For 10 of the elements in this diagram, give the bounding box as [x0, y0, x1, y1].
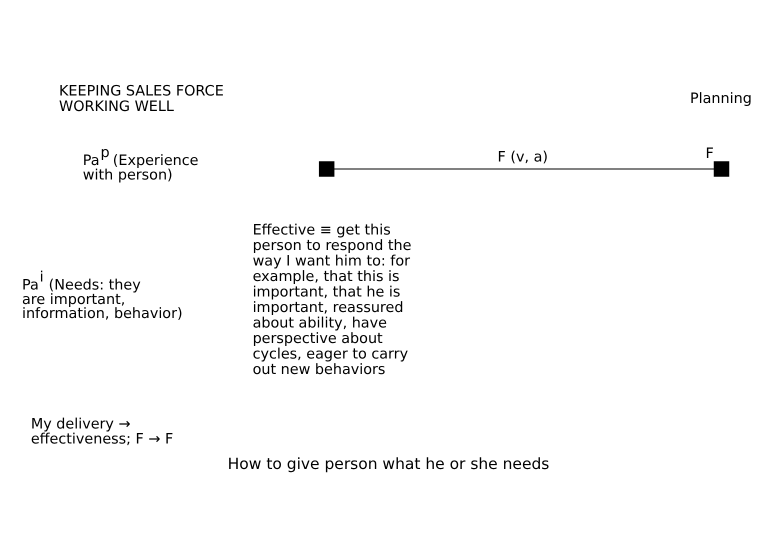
diagram-title: KEEPING SALES FORCE WORKING WELL: [59, 82, 224, 114]
edge-label: F (v, a): [498, 149, 548, 166]
label: Planning: [690, 90, 752, 107]
label: Effective ≡ get this person to respond the way I want him to: for example, that this is important, that he is important, reassured about ability, have perspective about cycles, eager to carry out new behaviors: [252, 222, 412, 378]
label: My delivery → effectiveness; F → F: [30, 416, 174, 448]
caption: How to give person what he or she needs: [228, 454, 550, 472]
connector: [334, 168, 714, 170]
node-box: [318, 160, 334, 176]
node-label: F: [705, 145, 714, 162]
node-box: [714, 160, 730, 176]
